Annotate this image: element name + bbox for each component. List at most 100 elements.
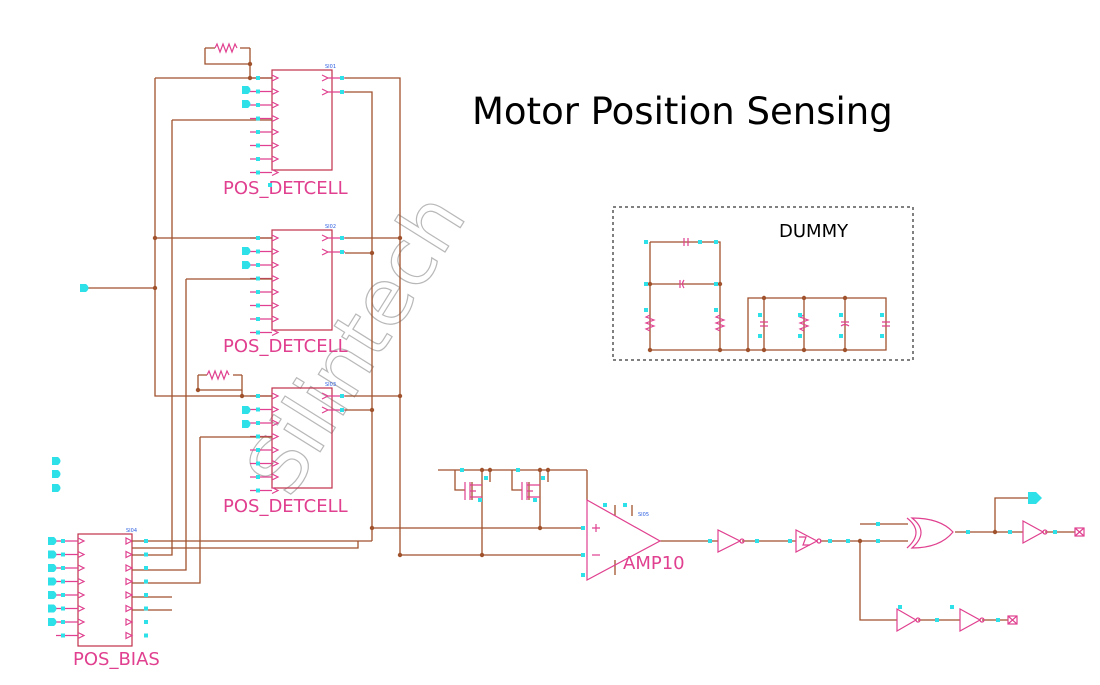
pin-terminal bbox=[256, 116, 260, 121]
mirror-transistor-2 bbox=[521, 482, 540, 500]
pin-terminal bbox=[256, 290, 260, 294]
input-connector bbox=[80, 284, 89, 292]
detcell-2-body bbox=[271, 229, 333, 331]
terminal-marker bbox=[708, 539, 712, 543]
terminal-marker bbox=[484, 476, 488, 480]
pos-bias-ref: SI04 bbox=[126, 528, 137, 534]
terminal-marker bbox=[950, 605, 954, 609]
input-connector bbox=[48, 577, 57, 586]
terminal-marker bbox=[644, 282, 648, 286]
pin-terminal bbox=[61, 539, 65, 543]
pin-terminal bbox=[340, 90, 344, 94]
block-pin bbox=[250, 288, 280, 296]
terminal-marker bbox=[581, 526, 585, 530]
bias-out-pin bbox=[125, 591, 134, 599]
amp10-block[interactable]: AMP10 SI05 bbox=[586, 498, 685, 582]
junction-dot bbox=[397, 552, 403, 558]
block-pin bbox=[250, 101, 280, 109]
pin-terminal bbox=[256, 407, 260, 412]
pin-terminal bbox=[340, 236, 344, 240]
terminal-marker bbox=[880, 334, 884, 338]
block-pin bbox=[250, 87, 280, 96]
junction-dot bbox=[647, 347, 653, 353]
pin-terminal bbox=[144, 566, 148, 570]
pin-terminal bbox=[144, 620, 148, 624]
pin-terminal bbox=[256, 394, 260, 398]
block-pin bbox=[250, 486, 280, 495]
pos-bias-block[interactable]: SI04 POS_BIAS bbox=[73, 528, 160, 670]
input-connector bbox=[48, 550, 57, 559]
pin-terminal bbox=[61, 620, 65, 624]
detcell-1-body bbox=[271, 69, 333, 171]
block-pin bbox=[250, 473, 280, 481]
pin-terminal bbox=[144, 539, 148, 543]
block-pin bbox=[250, 168, 280, 177]
terminal-marker bbox=[533, 498, 537, 502]
input-connectors bbox=[48, 86, 251, 626]
block-pin bbox=[250, 114, 280, 123]
terminal-marker bbox=[828, 539, 832, 543]
junction-dot bbox=[479, 552, 485, 558]
terminal-marker bbox=[846, 539, 850, 543]
junction-dot bbox=[479, 467, 485, 473]
dummy-box[interactable]: DUMMY bbox=[612, 206, 914, 361]
bias-out-pin bbox=[125, 604, 134, 613]
pin-terminal bbox=[256, 170, 260, 175]
xor-gate bbox=[906, 517, 954, 549]
terminal-markers bbox=[61, 76, 1057, 638]
pin-terminal bbox=[256, 488, 260, 493]
buffer-out-1 bbox=[1022, 519, 1048, 545]
terminal-marker bbox=[541, 476, 545, 480]
junction-dot bbox=[152, 235, 158, 241]
pin-terminal bbox=[256, 103, 260, 107]
pin-terminal bbox=[61, 606, 65, 611]
bias-out-pin bbox=[125, 577, 134, 586]
block-pin bbox=[250, 247, 280, 256]
bias-pin bbox=[56, 631, 86, 640]
input-connector bbox=[242, 406, 251, 414]
block-pin bbox=[250, 315, 280, 323]
terminal-marker bbox=[623, 503, 627, 507]
pin-terminal bbox=[61, 633, 65, 638]
pin-terminal bbox=[61, 566, 65, 570]
amp10-ref: SI05 bbox=[638, 512, 649, 518]
block-pin bbox=[250, 459, 280, 468]
pin-terminal bbox=[340, 76, 344, 80]
bias-out-pin bbox=[125, 618, 134, 626]
terminal-marker bbox=[714, 282, 718, 286]
junction-dot bbox=[397, 235, 403, 241]
block-pin bbox=[250, 405, 280, 414]
pos-detcell-2[interactable]: SI02 POS_DETCELL bbox=[223, 224, 348, 357]
input-connector bbox=[48, 537, 57, 545]
input-connector bbox=[242, 100, 251, 108]
pin-terminal bbox=[256, 89, 260, 94]
input-connector bbox=[48, 591, 57, 599]
terminal-marker bbox=[798, 334, 802, 338]
pos-detcell-1[interactable]: SI01 POS_DETCELL bbox=[223, 64, 348, 199]
pos-bias-body bbox=[77, 533, 133, 647]
terminal-marker bbox=[478, 498, 482, 502]
output-pins bbox=[1007, 492, 1085, 625]
pos-detcell-3[interactable]: SI03 POS_DETCELL bbox=[223, 382, 348, 517]
input-connector bbox=[48, 564, 57, 572]
junction-dot bbox=[761, 295, 767, 301]
junction-dot bbox=[761, 347, 767, 353]
terminal-marker bbox=[935, 618, 939, 622]
pin-terminal bbox=[256, 249, 260, 254]
terminal-marker bbox=[758, 313, 762, 317]
pin-terminal bbox=[256, 263, 260, 267]
pin-terminal bbox=[340, 408, 344, 412]
junction-dot bbox=[247, 75, 253, 81]
pin-terminal bbox=[256, 276, 260, 281]
input-connector bbox=[52, 457, 61, 465]
junction-dot bbox=[369, 407, 375, 413]
junction-dot bbox=[487, 467, 493, 473]
terminal-marker bbox=[798, 313, 802, 317]
junction-dot bbox=[369, 525, 375, 531]
block-pin bbox=[250, 261, 280, 269]
input-connector bbox=[52, 470, 61, 478]
detcell-3-body bbox=[271, 387, 333, 489]
pin-terminal bbox=[256, 448, 260, 452]
block-pin bbox=[250, 419, 280, 427]
dummy-label: DUMMY bbox=[779, 221, 849, 242]
